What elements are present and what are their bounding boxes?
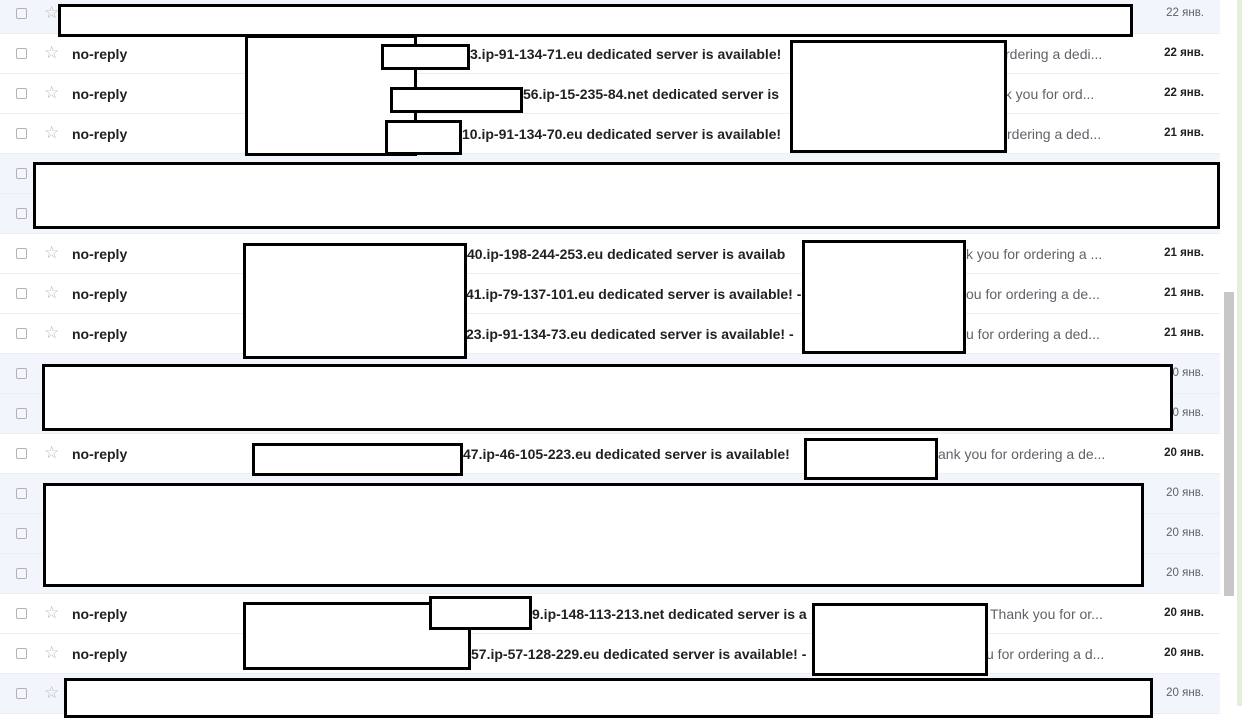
email-subject: 56.ip-15-235-84.net dedicated server is <box>523 86 780 102</box>
star-icon[interactable]: ☆ <box>44 323 60 343</box>
redaction-box <box>33 162 1220 229</box>
checkbox-icon[interactable] <box>16 48 27 59</box>
email-date: 20 янв. <box>1164 647 1204 659</box>
email-date: 20 янв. <box>1166 567 1204 579</box>
checkbox-icon[interactable] <box>16 88 27 99</box>
sender-name: no-reply <box>72 86 128 102</box>
email-snippet: Thank you for or... <box>990 606 1103 622</box>
redaction-box <box>802 240 966 354</box>
email-subject: 23.ip-91-134-73.eu dedicated server is a… <box>466 326 794 342</box>
email-date: 21 янв. <box>1164 327 1204 339</box>
checkbox-icon[interactable] <box>16 248 27 259</box>
star-icon[interactable]: ☆ <box>44 123 60 143</box>
email-date: 0 янв. <box>1172 367 1204 379</box>
checkbox-icon[interactable] <box>16 688 27 699</box>
star-icon[interactable]: ☆ <box>44 83 60 103</box>
sender-name: no-reply <box>72 286 128 302</box>
star-icon[interactable]: ☆ <box>44 443 60 463</box>
email-date: 22 янв. <box>1166 7 1204 19</box>
email-snippet: u for ordering a ded... <box>966 326 1100 342</box>
email-subject: 41.ip-79-137-101.eu dedicated server is … <box>466 286 802 302</box>
email-date: 22 янв. <box>1164 87 1204 99</box>
window-edge <box>1237 0 1242 706</box>
email-snippet: ou for ordering a de... <box>966 286 1100 302</box>
sender-name: no-reply <box>72 246 128 262</box>
email-date: 20 янв. <box>1166 687 1204 699</box>
email-subject: 10.ip-91-134-70.eu dedicated server is a… <box>462 126 782 142</box>
email-row[interactable]: ☆ no-reply 23.ip-91-134-73.eu dedicated se… <box>0 314 1220 354</box>
redaction-box <box>252 443 463 476</box>
email-row[interactable]: ☆ no-reply 57.ip-57-128-229.eu dedicated s… <box>0 634 1220 674</box>
checkbox-icon[interactable] <box>16 408 27 419</box>
redaction-box <box>812 603 988 676</box>
redaction-box <box>42 364 1173 431</box>
checkbox-icon[interactable] <box>16 128 27 139</box>
email-date: 21 янв. <box>1164 247 1204 259</box>
email-snippet: rdering a ded... <box>1007 126 1102 142</box>
email-date: 20 янв. <box>1164 607 1204 619</box>
redaction-box <box>381 44 470 70</box>
redaction-box <box>243 243 467 359</box>
sender-name: no-reply <box>72 126 128 142</box>
checkbox-icon[interactable] <box>16 608 27 619</box>
star-icon[interactable]: ☆ <box>44 3 60 23</box>
email-date: 0 янв. <box>1172 407 1204 419</box>
email-date: 20 янв. <box>1166 527 1204 539</box>
email-row[interactable]: ☆ no-reply 10.ip-91-134-70.eu dedicated se… <box>0 114 1220 154</box>
redaction-box <box>43 483 1144 587</box>
checkbox-icon[interactable] <box>16 528 27 539</box>
email-row[interactable]: ☆ no-reply 41.ip-79-137-101.eu dedicated s… <box>0 274 1220 314</box>
redaction-box <box>804 438 938 480</box>
email-date: 21 янв. <box>1164 127 1204 139</box>
sender-name: no-reply <box>72 446 128 462</box>
email-date: 22 янв. <box>1164 47 1204 59</box>
email-snippet: ank you for ordering a de... <box>938 446 1106 462</box>
redaction-box <box>385 120 462 155</box>
email-snippet: u for ordering a d... <box>986 646 1105 662</box>
email-date: 20 янв. <box>1166 487 1204 499</box>
checkbox-icon[interactable] <box>16 208 27 219</box>
sender-name: no-reply <box>72 646 128 662</box>
scrollbar-thumb[interactable] <box>1224 292 1234 596</box>
checkbox-icon[interactable] <box>16 288 27 299</box>
email-snippet: nk you for ord... <box>997 86 1095 102</box>
checkbox-icon[interactable] <box>16 448 27 459</box>
email-subject: 9.ip-148-113-213.net dedicated server is… <box>532 606 807 622</box>
star-icon[interactable]: ☆ <box>44 603 60 623</box>
email-list: ☆ 22 янв. ☆ no-reply 3.ip-91-134-71.eu dedic… <box>0 0 1220 714</box>
email-row[interactable]: ☆ no-reply 9.ip-148-113-213.net dedicated … <box>0 594 1220 634</box>
email-row[interactable]: ☆ no-reply 3.ip-91-134-71.eu dedicated ser… <box>0 34 1220 74</box>
redaction-box <box>64 678 1153 718</box>
checkbox-icon[interactable] <box>16 368 27 379</box>
checkbox-icon[interactable] <box>16 648 27 659</box>
redaction-box <box>390 87 523 113</box>
sender-name: no-reply <box>72 46 128 62</box>
email-date: 20 янв. <box>1164 447 1204 459</box>
redaction-box <box>790 40 1007 153</box>
checkbox-icon[interactable] <box>16 168 27 179</box>
sender-name: no-reply <box>72 326 128 342</box>
email-row[interactable]: ☆ no-reply 47.ip-46-105-223.eu dedicated s… <box>0 434 1220 474</box>
star-icon[interactable]: ☆ <box>44 43 60 63</box>
email-subject: 40.ip-198-244-253.eu dedicated server is… <box>467 246 786 262</box>
email-snippet: k you for ordering a ... <box>966 246 1103 262</box>
star-icon[interactable]: ☆ <box>44 243 60 263</box>
sender-name: no-reply <box>72 606 128 622</box>
email-row[interactable]: ☆ no-reply 40.ip-198-244-253.eu dedicated … <box>0 234 1220 274</box>
checkbox-icon[interactable] <box>16 568 27 579</box>
checkbox-icon[interactable] <box>16 328 27 339</box>
redaction-box <box>58 4 1133 37</box>
email-subject: 3.ip-91-134-71.eu dedicated server is av… <box>470 46 782 62</box>
email-date: 21 янв. <box>1164 287 1204 299</box>
email-row[interactable]: ☆ no-reply 56.ip-15-235-84.net dedicated s… <box>0 74 1220 114</box>
star-icon[interactable]: ☆ <box>44 643 60 663</box>
star-icon[interactable]: ☆ <box>44 283 60 303</box>
checkbox-icon[interactable] <box>16 488 27 499</box>
checkbox-icon[interactable] <box>16 8 27 19</box>
email-subject: 57.ip-57-128-229.eu dedicated server is … <box>471 646 807 662</box>
email-snippet: rdering a dedi... <box>1005 46 1103 62</box>
email-subject: 47.ip-46-105-223.eu dedicated server is … <box>463 446 790 462</box>
redaction-box <box>429 596 532 630</box>
star-icon[interactable]: ☆ <box>44 683 60 703</box>
